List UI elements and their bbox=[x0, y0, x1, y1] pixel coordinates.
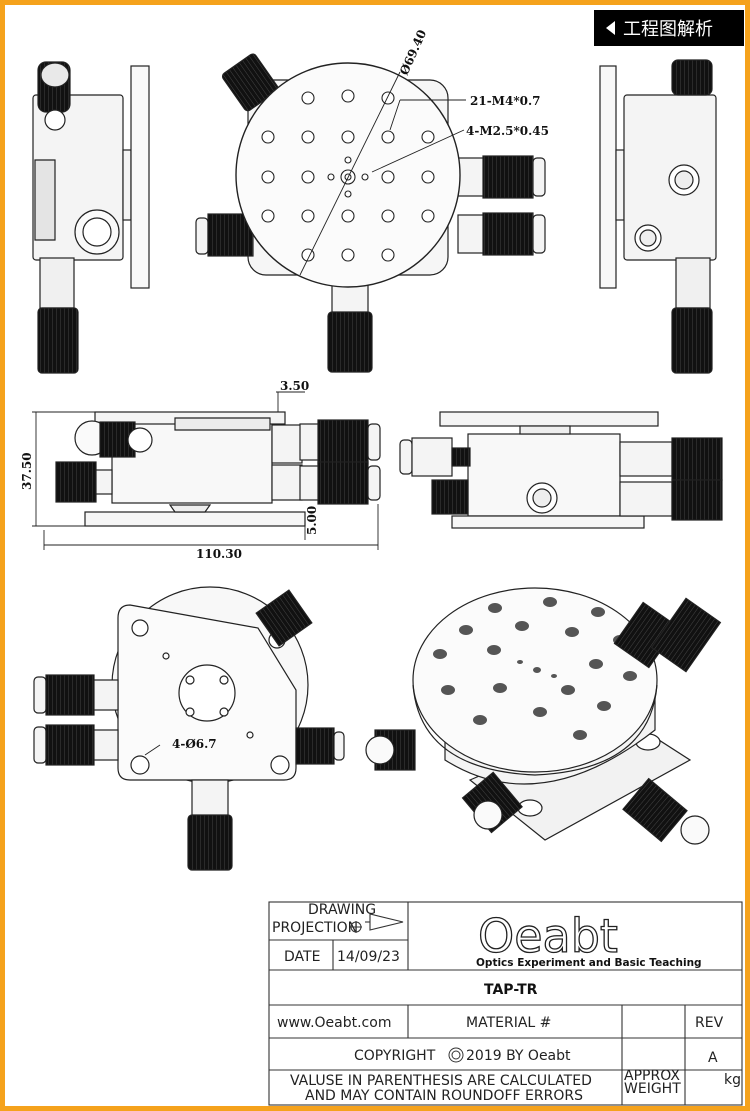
copyright-year: 2019 BY Oeabt bbox=[466, 1048, 571, 1064]
copyright-symbol-icon bbox=[448, 1047, 464, 1063]
projection-label: PROJECTION bbox=[272, 920, 358, 936]
top-thickness-label: 3.50 bbox=[280, 379, 309, 393]
right-side-view bbox=[599, 59, 717, 374]
m25-thread-label: 4-M2.5*0.45 bbox=[466, 124, 549, 138]
diameter-label: Ø69.40 bbox=[397, 28, 429, 78]
title-block bbox=[268, 901, 743, 1106]
drawing-label: DRAWING bbox=[308, 902, 376, 918]
rev-value: A bbox=[708, 1050, 718, 1066]
oeabt-logo: Oeabt Optics Experiment and Basic Teachi… bbox=[476, 908, 702, 969]
length-label: 110.30 bbox=[196, 547, 242, 561]
analysis-badge[interactable]: 工程图解析 bbox=[594, 10, 744, 46]
svg-text:Oeabt: Oeabt bbox=[478, 909, 618, 963]
height-label: 37.50 bbox=[20, 452, 34, 490]
weight-unit: kg bbox=[724, 1072, 741, 1088]
mount-holes-label: 4-Ø6.7 bbox=[172, 737, 217, 751]
approx-label: APPROX bbox=[624, 1068, 680, 1084]
notice-line-1: VALUSE IN PARENTHESIS ARE CALCULATED bbox=[290, 1073, 592, 1089]
material-label: MATERIAL # bbox=[466, 1015, 551, 1031]
rev-label: REV bbox=[695, 1015, 724, 1031]
date-label: DATE bbox=[284, 949, 320, 965]
part-name: TAP-TR bbox=[484, 982, 538, 998]
m4-thread-label: 21-M4*0.7 bbox=[470, 94, 540, 108]
date-value: 14/09/23 bbox=[337, 949, 400, 965]
rear-view bbox=[399, 411, 723, 529]
front-view bbox=[55, 411, 381, 527]
bottom-view bbox=[33, 586, 345, 871]
website-label: www.Oeabt.com bbox=[277, 1015, 391, 1031]
logo-tagline: Optics Experiment and Basic Teaching bbox=[476, 957, 702, 969]
weight-label: WEIGHT bbox=[624, 1081, 681, 1097]
copyright-label: COPYRIGHT bbox=[354, 1048, 436, 1064]
isometric-view bbox=[365, 587, 722, 845]
left-side-view bbox=[32, 61, 150, 374]
badge-label: 工程图解析 bbox=[623, 19, 713, 40]
triangle-left-icon bbox=[606, 21, 615, 35]
base-thickness-label: 5.00 bbox=[305, 506, 319, 535]
front-dimension-lines bbox=[32, 391, 379, 550]
projection-symbol-icon bbox=[350, 921, 362, 933]
top-view bbox=[195, 53, 546, 373]
notice-line-2: AND MAY CONTAIN ROUNDOFF ERRORS bbox=[305, 1088, 583, 1104]
